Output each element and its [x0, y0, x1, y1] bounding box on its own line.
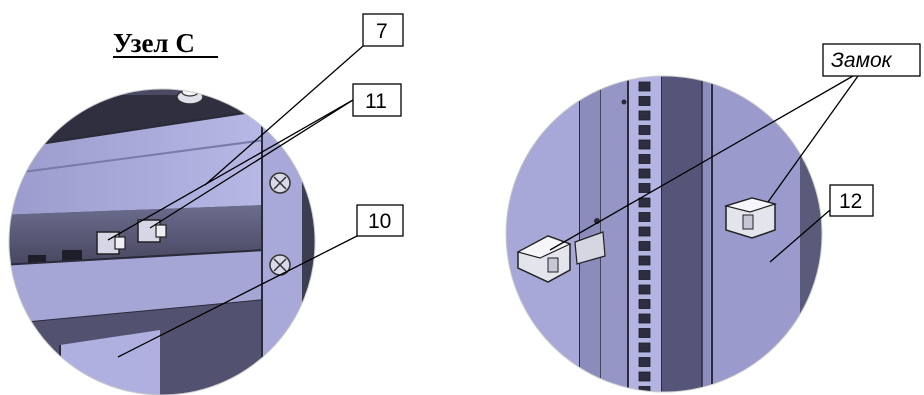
- rail-hole: [638, 197, 651, 208]
- rail-hole: [638, 183, 651, 193]
- rail-hole: [638, 96, 651, 106]
- lock-left: [516, 231, 606, 283]
- rail-hole: [638, 125, 651, 135]
- lock-right: [723, 197, 778, 239]
- callout-11: 11: [107, 83, 402, 241]
- rail-hole: [638, 255, 651, 266]
- rail-hole: [638, 313, 651, 324]
- rail-holes: [638, 81, 651, 392]
- leader-line-lock-right: [767, 75, 859, 203]
- callout-10: 10: [117, 204, 404, 358]
- rail-hole: [638, 357, 651, 367]
- node-title: Узел С: [113, 28, 195, 58]
- rail-hole: [638, 226, 651, 237]
- callout-lock: Замок: [549, 43, 921, 251]
- rail-hole: [638, 81, 651, 92]
- rail-hole: [638, 299, 651, 309]
- rail-hole: [638, 154, 651, 164]
- svg-text:12: 12: [839, 190, 862, 213]
- rail-hole: [638, 168, 651, 179]
- rail-hole: [638, 110, 651, 121]
- callout-12: 12: [769, 184, 874, 263]
- leader-line-10: [117, 235, 358, 358]
- leader-line-12: [769, 209, 831, 263]
- rail-hole: [638, 212, 651, 222]
- leader-line-11a: [107, 99, 354, 241]
- svg-text:11: 11: [365, 90, 387, 113]
- rail-hole: [638, 284, 651, 295]
- leader-line-lock-left: [549, 75, 854, 251]
- screw-upper: [269, 172, 291, 194]
- vertical-frame-post: [262, 89, 302, 395]
- lock-detail-view: Замок 12: [505, 43, 921, 393]
- svg-text:Замок: Замок: [831, 49, 893, 72]
- rail-hole: [638, 270, 651, 280]
- callout-7: 7: [204, 13, 404, 186]
- rail-hole: [638, 241, 651, 251]
- leader-line-7: [204, 45, 364, 186]
- node-c-detail-view: Узел С 7 11 10: [8, 13, 404, 395]
- rail-hole: [638, 342, 651, 353]
- rail-hole: [638, 328, 651, 338]
- leader-line-11b: [149, 99, 354, 229]
- screw-lower: [269, 254, 291, 276]
- rail-hole: [638, 371, 651, 382]
- rail-hole: [638, 139, 651, 150]
- side-wall-panel: [506, 76, 580, 392]
- svg-text:7: 7: [376, 20, 388, 43]
- svg-text:10: 10: [368, 210, 391, 233]
